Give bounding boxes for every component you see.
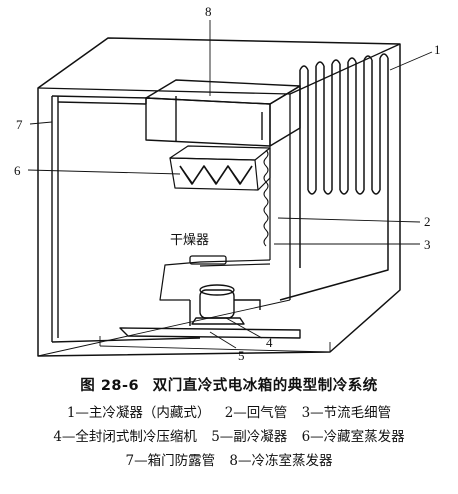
legend-list: 1—主冷凝器（内藏式） 2—回气管 3—节流毛细管 4—全封闭式制冷压缩机 5—…: [0, 401, 458, 473]
legend-item: 2—回气管: [224, 405, 288, 421]
callout-7: 7: [16, 117, 23, 132]
callout-4: 4: [266, 335, 273, 350]
callout-2: 2: [424, 214, 431, 229]
freezer-evaporator: [145, 79, 301, 147]
figure-title: 双门直冷式电冰箱的典型制冷系统: [152, 378, 378, 394]
legend-item: 5—副冷凝器: [211, 429, 288, 445]
legend-item: 4—全封闭式制冷压缩机: [53, 429, 197, 445]
dryer-label: 干燥器: [170, 233, 209, 248]
legend-item: 3—节流毛细管: [301, 405, 392, 421]
callout-5: 5: [238, 348, 245, 363]
figure-number: 图 28-6: [80, 378, 140, 394]
main-condenser-coil: [279, 53, 389, 301]
callout-6: 6: [14, 163, 21, 178]
legend-item: 8—冷冻室蒸发器: [229, 453, 333, 469]
door-anti-dew-pipe: [51, 95, 201, 343]
compressor: [191, 284, 261, 325]
legend-item: 1—主冷凝器（内藏式）: [66, 405, 211, 421]
fridge-evaporator: [169, 145, 271, 191]
auxiliary-condenser: [119, 300, 301, 339]
legend-item: 7—箱门防露管: [125, 453, 216, 469]
callout-8: 8: [205, 4, 212, 19]
callout-3: 3: [424, 237, 431, 252]
leader-lines: [27, 20, 433, 349]
caption-title: 图 28-6 双门直冷式电冰箱的典型制冷系统: [0, 374, 458, 395]
refrigeration-system-diagram: 8 1 7 6 2 3 4 5 干燥器: [14, 4, 441, 363]
callout-1: 1: [434, 42, 441, 57]
dryer-filter: [189, 255, 227, 265]
legend-item: 6—冷藏室蒸发器: [301, 429, 405, 445]
cabinet-outline: [37, 37, 401, 357]
figure-caption: 图 28-6 双门直冷式电冰箱的典型制冷系统 1—主冷凝器（内藏式） 2—回气管…: [0, 374, 458, 473]
return-pipe-and-capillary: [159, 146, 271, 301]
